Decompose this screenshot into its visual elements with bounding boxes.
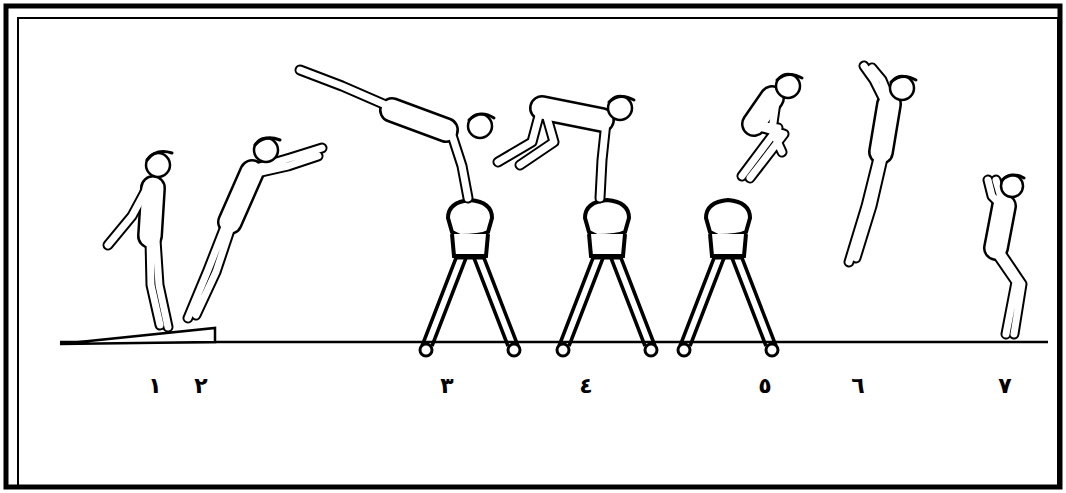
gymnast-figures xyxy=(108,66,1022,334)
callout-number: ٦ xyxy=(851,375,864,397)
callout-number: ٧ xyxy=(998,375,1011,397)
callout-number: ٥ xyxy=(758,375,771,397)
gymnast-heads xyxy=(146,74,1023,197)
callout-number: ٤ xyxy=(579,375,592,397)
outer-frame xyxy=(6,6,1060,487)
hair-strokes xyxy=(147,74,1024,180)
vaulting-buck xyxy=(420,200,778,356)
callout-number: ٢ xyxy=(194,375,207,397)
springboard xyxy=(60,328,215,344)
callout-number: ١ xyxy=(148,375,161,397)
inner-frame xyxy=(18,18,1058,486)
callout-number: ٣ xyxy=(440,375,453,397)
